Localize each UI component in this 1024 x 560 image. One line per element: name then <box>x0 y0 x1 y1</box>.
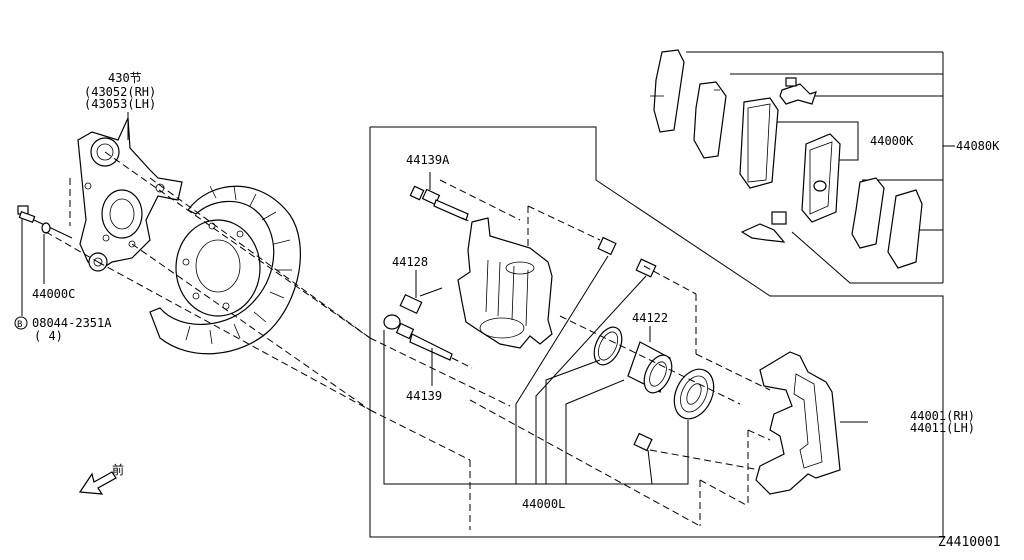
label-piston: 44122 <box>632 311 668 325</box>
outer-shim <box>650 49 685 133</box>
pad-clip-upper <box>779 77 817 105</box>
shim-4 <box>887 189 923 269</box>
label-pin-boot-a: 44139A <box>406 153 450 167</box>
diagram-code: Z4410001 <box>938 535 1001 550</box>
guide-pin <box>383 314 453 386</box>
caliper-group-frame <box>369 126 944 538</box>
outer-pad <box>739 97 779 189</box>
label-bolt-circle: B <box>17 320 22 330</box>
bleeder-cap-1 <box>597 236 617 256</box>
bushing <box>399 270 443 315</box>
label-bolt: 08044-2351A <box>32 316 112 330</box>
label-knuckle-main: 430节 <box>108 71 142 85</box>
label-knuckle-rh: (43052(RH) <box>84 85 156 99</box>
label-pad-kit: 44080K <box>956 139 1000 153</box>
bleeder-cap-3 <box>633 432 653 452</box>
label-bracket-lh: 44011(LH) <box>910 421 975 435</box>
caliper-assy-leaders <box>383 255 689 485</box>
label-bracket-rh: 44001(RH) <box>910 409 975 423</box>
label-bushing: 44128 <box>392 255 428 269</box>
guide-pin-a <box>409 172 469 221</box>
label-pin: 44139 <box>406 389 442 403</box>
piston <box>627 326 673 394</box>
label-washer: 44000C <box>32 287 75 301</box>
pad-clip-lower <box>740 211 787 243</box>
label-caliper-assy: 44000L <box>522 497 565 511</box>
washer <box>41 222 51 284</box>
inner-shim <box>851 177 885 249</box>
label-front: 前 <box>112 462 124 477</box>
front-arrow-icon <box>78 471 117 495</box>
bolt-circle-marker <box>14 316 28 330</box>
bleeder-cap-2 <box>635 258 657 278</box>
caliper-body <box>457 217 553 349</box>
label-bolt-qty: ( 4) <box>34 329 63 343</box>
inner-pad <box>801 133 841 223</box>
caliper-bracket <box>755 351 868 495</box>
shim-2 <box>693 81 727 159</box>
backing-plate <box>149 185 301 355</box>
piston-boot <box>673 368 715 420</box>
pad-kit-frame <box>686 51 955 284</box>
steering-knuckle <box>77 112 183 272</box>
label-knuckle-lh: (43053(LH) <box>84 97 156 111</box>
knuckle-bolt <box>17 205 73 316</box>
label-pad-set: 44000K <box>870 134 914 148</box>
